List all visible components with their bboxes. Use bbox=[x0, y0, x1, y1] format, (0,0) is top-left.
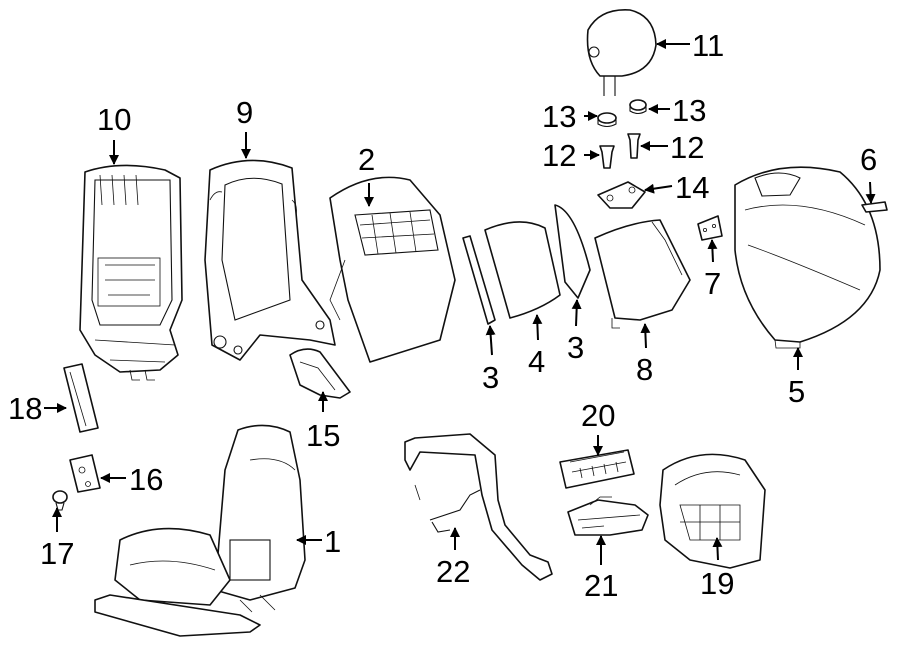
callout-arrows bbox=[44, 39, 876, 565]
part-17-push-pin bbox=[52, 490, 68, 511]
callout-2: 2 bbox=[358, 142, 375, 177]
part-21-control-module bbox=[567, 496, 649, 536]
callout-20: 20 bbox=[581, 398, 615, 433]
part-8-back-panel bbox=[594, 219, 691, 329]
part-6-clip bbox=[861, 201, 888, 213]
callout-8: 8 bbox=[636, 352, 653, 387]
part-12-guide-right bbox=[627, 133, 641, 159]
callout-19: 19 bbox=[700, 566, 734, 601]
callout-3-right: 3 bbox=[567, 330, 584, 365]
part-13-guide-right bbox=[629, 99, 647, 115]
callout-6: 6 bbox=[860, 142, 877, 177]
callout-18: 18 bbox=[8, 391, 42, 426]
callout-7: 7 bbox=[704, 266, 721, 301]
callout-1: 1 bbox=[324, 524, 341, 559]
callout-14: 14 bbox=[675, 170, 709, 205]
part-16-bracket bbox=[69, 454, 101, 493]
callout-12-right: 12 bbox=[670, 130, 704, 165]
part-4-pad bbox=[484, 221, 561, 319]
part-2-seat-back-cushion bbox=[329, 176, 456, 363]
part-15-side-cover bbox=[289, 348, 351, 399]
callout-15: 15 bbox=[306, 418, 340, 453]
part-22-wire-harness bbox=[404, 433, 553, 581]
part-5-back-cover bbox=[734, 166, 881, 349]
callout-16: 16 bbox=[129, 462, 163, 497]
part-20-switch-module bbox=[559, 449, 635, 489]
part-7-bracket bbox=[697, 215, 723, 241]
part-11-headrest bbox=[586, 9, 657, 96]
callout-9: 9 bbox=[236, 95, 253, 130]
part-13-guide-left bbox=[597, 112, 617, 128]
part-14-plate bbox=[597, 181, 646, 209]
callout-13-right: 13 bbox=[672, 93, 706, 128]
callout-3-left: 3 bbox=[482, 360, 499, 395]
part-18-trim bbox=[63, 363, 99, 433]
callout-10: 10 bbox=[97, 102, 131, 137]
callout-11: 11 bbox=[692, 28, 724, 63]
part-10-seat-back-panel bbox=[79, 164, 183, 381]
part-19-seat-module bbox=[659, 453, 766, 569]
callout-12-left: 12 bbox=[542, 138, 576, 173]
callout-17: 17 bbox=[40, 536, 74, 571]
part-3-side-strip-right bbox=[554, 204, 591, 299]
callout-13-left: 13 bbox=[542, 99, 576, 134]
callout-21: 21 bbox=[584, 568, 618, 603]
callout-22: 22 bbox=[436, 554, 470, 589]
part-12-guide-left bbox=[599, 145, 615, 169]
part-9-seat-back-frame bbox=[204, 159, 336, 361]
part-3-side-strip-left bbox=[462, 235, 496, 325]
callout-4: 4 bbox=[528, 344, 545, 379]
part-1-seat-assembly bbox=[94, 424, 306, 637]
callout-5: 5 bbox=[788, 374, 805, 409]
